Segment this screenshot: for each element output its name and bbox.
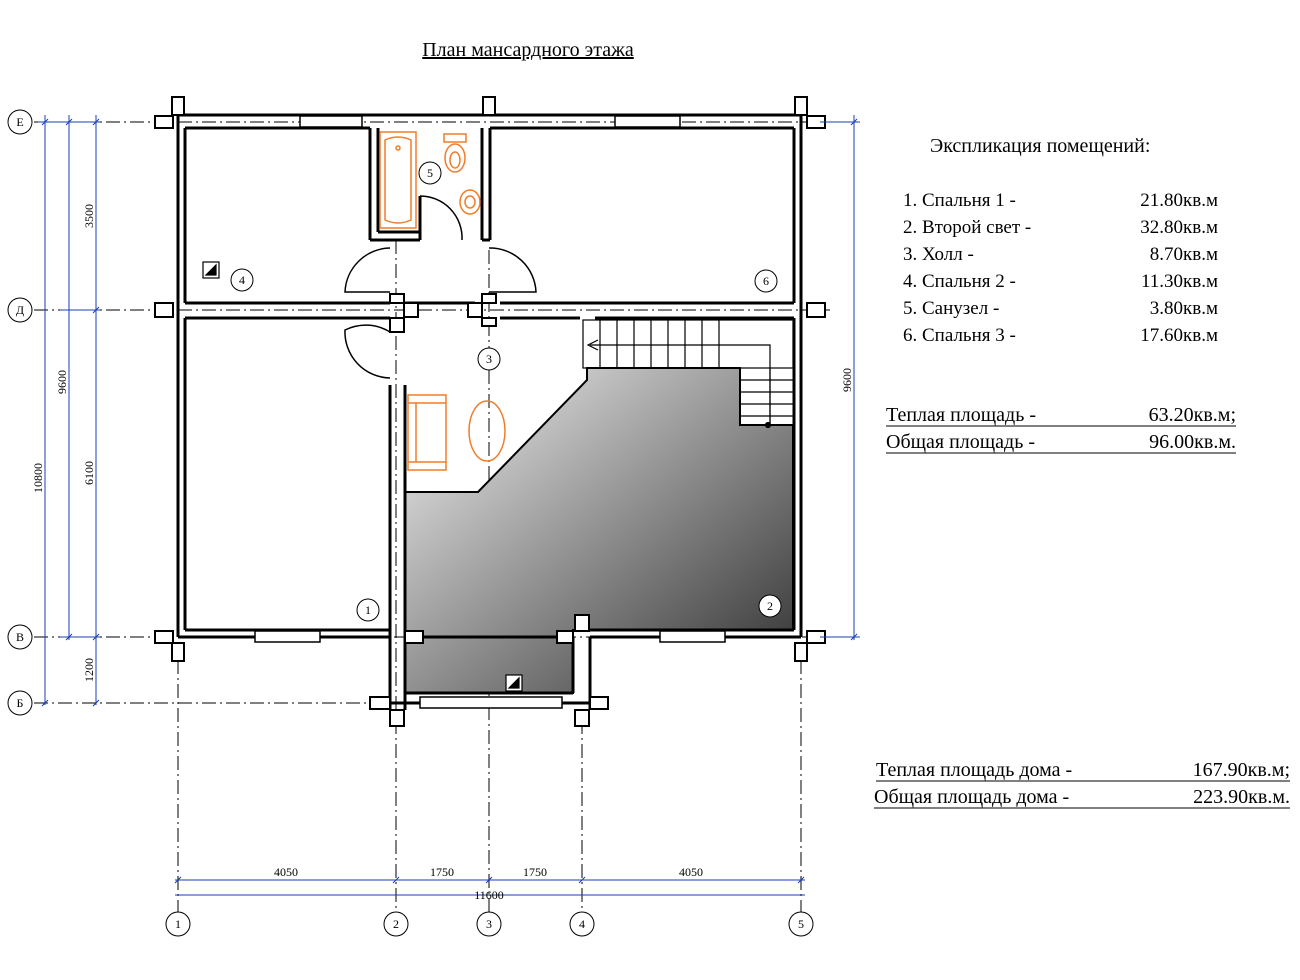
axis-row-b: Б [17, 696, 24, 710]
room-6-label: 6 [763, 274, 769, 288]
explication-item-area: 21.80кв.м [1140, 190, 1218, 211]
explication-item-area: 8.70кв.м [1150, 244, 1218, 265]
dim-bottom-3: 1750 [523, 865, 547, 879]
house-warm-value: 167.90кв.м; [1193, 759, 1290, 781]
room-3-label: 3 [486, 352, 492, 366]
axis-col-5: 5 [798, 917, 804, 931]
coffee-table [468, 400, 506, 462]
dim-left-a: 3500 [82, 204, 96, 228]
explication-item-name: 2. Второй свет - [903, 217, 1031, 238]
dim-right: 9600 [840, 368, 854, 392]
floor-total-label: Общая площадь - [886, 431, 1035, 453]
sofa [407, 394, 447, 471]
row-axis-bubbles [7, 109, 33, 716]
room-4-label: 4 [239, 273, 245, 287]
bathtub [379, 131, 417, 229]
dimension-lines [38, 115, 860, 896]
explication-item-name: 1. Спальня 1 - [903, 190, 1016, 211]
explication-item-area: 3.80кв.м [1150, 298, 1218, 319]
house-area-summary: Теплая площадь дома - 167.90кв.м; Общая … [874, 759, 1290, 809]
house-total-value: 223.90кв.м. [1193, 786, 1290, 808]
sink [459, 189, 481, 215]
house-total-label: Общая площадь дома - [874, 786, 1069, 808]
log-crossings [154, 96, 826, 727]
explication-item-name: 5. Санузел - [903, 298, 999, 319]
house-warm-label: Теплая площадь дома - [876, 759, 1072, 781]
floor-area-summary: Теплая площадь - 63.20кв.м; Общая площад… [886, 404, 1236, 454]
explication-list: 1. Спальня 1 - 21.80кв.м 2. Второй свет … [903, 190, 1218, 346]
explication-item-name: 6. Спальня 3 - [903, 325, 1016, 346]
explication-item-name: 3. Холл - [903, 244, 974, 265]
dimension-labels: 10800 9600 3500 6100 1200 9600 4050 1750… [31, 204, 854, 902]
room-1-label: 1 [365, 603, 371, 617]
dim-left-outer: 10800 [31, 463, 45, 493]
doors [344, 195, 537, 379]
windows [254, 115, 726, 709]
room-5-label: 5 [427, 166, 433, 180]
axis-row-d: Д [16, 303, 24, 317]
stairs [582, 319, 794, 429]
dim-bottom-4: 4050 [679, 865, 703, 879]
axis-col-4: 4 [579, 917, 585, 931]
dim-left-c: 1200 [82, 658, 96, 682]
second-light-void [404, 367, 794, 694]
floor-warm-label: Теплая площадь - [886, 404, 1036, 426]
room-2-label: 2 [767, 599, 773, 613]
axis-row-v: В [16, 630, 24, 644]
page-title: План мансардного этажа [422, 39, 634, 61]
dim-bottom-2: 1750 [430, 865, 454, 879]
dim-left-b: 6100 [82, 461, 96, 485]
explication-item-area: 32.80кв.м [1140, 217, 1218, 238]
axis-col-1: 1 [175, 917, 181, 931]
explication-item-name: 4. Спальня 2 - [903, 271, 1016, 292]
floor-warm-value: 63.20кв.м; [1149, 404, 1236, 426]
toilet [443, 133, 467, 173]
explication-item-area: 17.60кв.м [1140, 325, 1218, 346]
axis-col-3: 3 [486, 917, 492, 931]
dim-bottom-1: 4050 [274, 865, 298, 879]
vent-icons [202, 261, 523, 692]
explication-title: Экспликация помещений: [930, 135, 1150, 157]
dim-bottom-total: 11600 [474, 888, 504, 902]
explication-item-area: 11.30кв.м [1141, 271, 1218, 292]
dim-left-mid: 9600 [55, 370, 69, 394]
floor-total-value: 96.00кв.м. [1149, 431, 1236, 453]
room-markers [230, 161, 782, 622]
axis-col-2: 2 [393, 917, 399, 931]
col-axis-bubbles [165, 911, 814, 937]
axis-row-e: Е [16, 115, 23, 129]
